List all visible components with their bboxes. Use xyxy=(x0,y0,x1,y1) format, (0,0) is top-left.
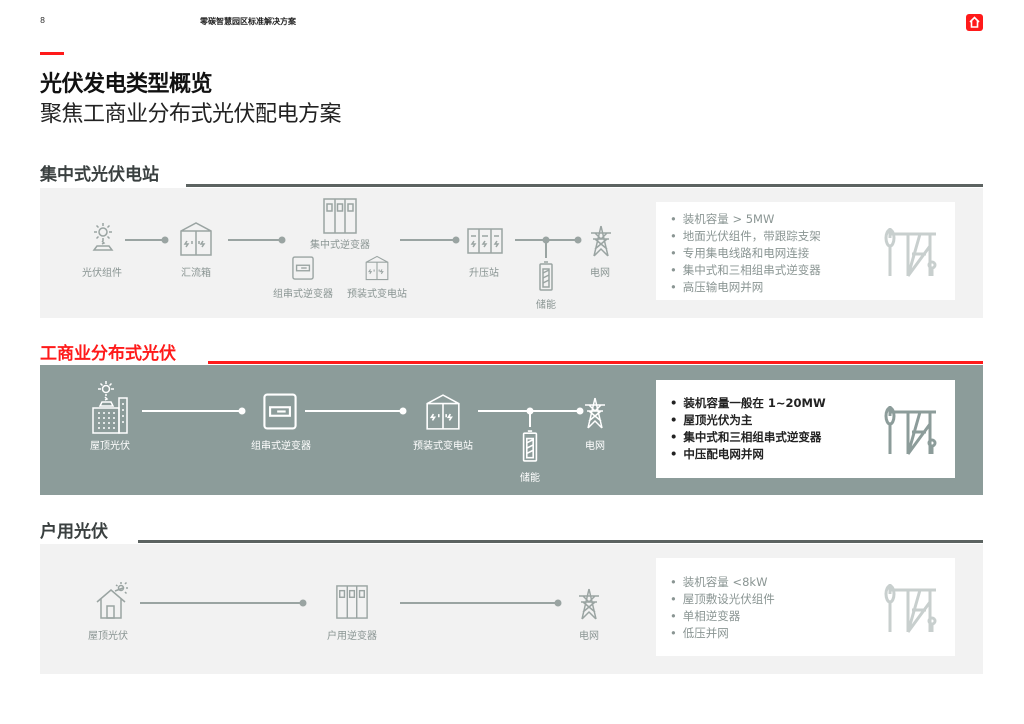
feature-item: 装机容量一般在 1~20MW xyxy=(670,395,825,412)
page-title: 光伏发电类型概览 xyxy=(40,72,213,97)
home-inverter-icon xyxy=(334,585,370,619)
page-number: 8 xyxy=(40,16,46,25)
feature-item: 屋顶光伏为主 xyxy=(670,412,826,429)
connector xyxy=(400,602,558,604)
feature-item: 高压输电网并网 xyxy=(670,279,821,296)
feature-item: 低压并网 xyxy=(670,625,775,642)
feature-item: 集中式和三相组串式逆变器 xyxy=(670,262,821,279)
connector xyxy=(400,239,456,241)
grid-tower-icon xyxy=(589,225,613,257)
node-label: 屋顶光伏 xyxy=(90,441,130,452)
connector xyxy=(545,240,547,258)
battery-storage-icon xyxy=(539,261,553,291)
connector-dot xyxy=(576,407,584,415)
feature-item: 中压配电网并网 xyxy=(670,446,826,463)
connector xyxy=(228,239,282,241)
connector-dot xyxy=(574,236,582,244)
feature-item: 单相逆变器 xyxy=(670,608,775,625)
connector-dot xyxy=(299,599,307,607)
central-inverter-icon xyxy=(323,198,357,234)
connector-dot xyxy=(399,407,407,415)
connector xyxy=(142,410,242,412)
prefab-substation-icon xyxy=(364,255,390,281)
node-label: 预装式变电站 xyxy=(347,289,407,300)
pump-jack-icon xyxy=(882,226,938,278)
document-title: 零碳智慧园区标准解决方案 xyxy=(200,17,296,26)
node-label: 电网 xyxy=(579,631,599,642)
node-label: 光伏组件 xyxy=(82,268,122,279)
page-subtitle: 聚焦工商业分布式光伏配电方案 xyxy=(40,102,342,127)
connector-dot xyxy=(554,599,562,607)
step-up-station-icon xyxy=(467,228,503,254)
grid-tower-icon xyxy=(577,588,601,620)
node-label: 集中式逆变器 xyxy=(310,240,370,251)
solar-panel-icon xyxy=(88,222,118,252)
connector xyxy=(529,411,531,427)
pump-jack-icon xyxy=(882,582,938,634)
accent-bar xyxy=(40,52,64,55)
node-label: 屋顶光伏 xyxy=(88,631,128,642)
section-divider xyxy=(138,540,983,543)
node-label: 储能 xyxy=(536,300,556,311)
node-label: 储能 xyxy=(520,473,540,484)
combiner-box-icon xyxy=(179,221,213,257)
connector-dot xyxy=(238,407,246,415)
section-heading-centralized: 集中式光伏电站 xyxy=(40,165,159,185)
connector xyxy=(125,239,165,241)
node-label: 升压站 xyxy=(469,268,499,279)
prefab-substation-icon xyxy=(424,393,462,431)
string-inverter-icon xyxy=(263,393,297,430)
node-label: 预装式变电站 xyxy=(413,441,473,452)
connector-dot xyxy=(278,236,286,244)
feature-item: 装机容量 <8kW xyxy=(670,574,775,591)
node-label: 电网 xyxy=(590,268,610,279)
section-heading-commercial: 工商业分布式光伏 xyxy=(40,344,176,364)
feature-item: 地面光伏组件，带跟踪支架 xyxy=(670,228,821,245)
string-inverter-icon xyxy=(292,256,314,280)
pump-jack-icon xyxy=(882,404,938,456)
feature-item: 专用集电线路和电网连接 xyxy=(670,245,821,262)
node-label: 户用逆变器 xyxy=(327,631,377,642)
feature-item: 装机容量 > 5MW xyxy=(670,211,821,228)
feature-box-residential: 装机容量 <8kW屋顶敷设光伏组件单相逆变器低压并网 xyxy=(656,558,955,656)
feature-box-centralized: 装机容量 > 5MW地面光伏组件，带跟踪支架专用集电线路和电网连接集中式和三相组… xyxy=(656,202,955,300)
feature-item: 集中式和三相组串式逆变器 xyxy=(670,429,826,446)
connector xyxy=(140,602,303,604)
battery-storage-icon xyxy=(522,430,538,462)
node-label: 电网 xyxy=(585,441,605,452)
connector-dot xyxy=(452,236,460,244)
section-divider xyxy=(186,184,983,187)
section-divider xyxy=(208,361,983,364)
connector-dot xyxy=(161,236,169,244)
section-heading-residential: 户用光伏 xyxy=(40,522,108,542)
grid-tower-icon xyxy=(583,395,607,431)
feature-box-commercial: 装机容量一般在 1~20MW屋顶光伏为主集中式和三相组串式逆变器中压配电网并网 xyxy=(656,380,955,478)
node-label: 组串式逆变器 xyxy=(273,289,333,300)
feature-item: 屋顶敷设光伏组件 xyxy=(670,591,775,608)
rooftop-pv-icon xyxy=(92,380,128,434)
node-label: 汇流箱 xyxy=(181,268,211,279)
home-icon[interactable] xyxy=(966,14,983,31)
house-pv-icon xyxy=(95,582,131,620)
connector xyxy=(305,410,403,412)
node-label: 组串式逆变器 xyxy=(251,441,311,452)
